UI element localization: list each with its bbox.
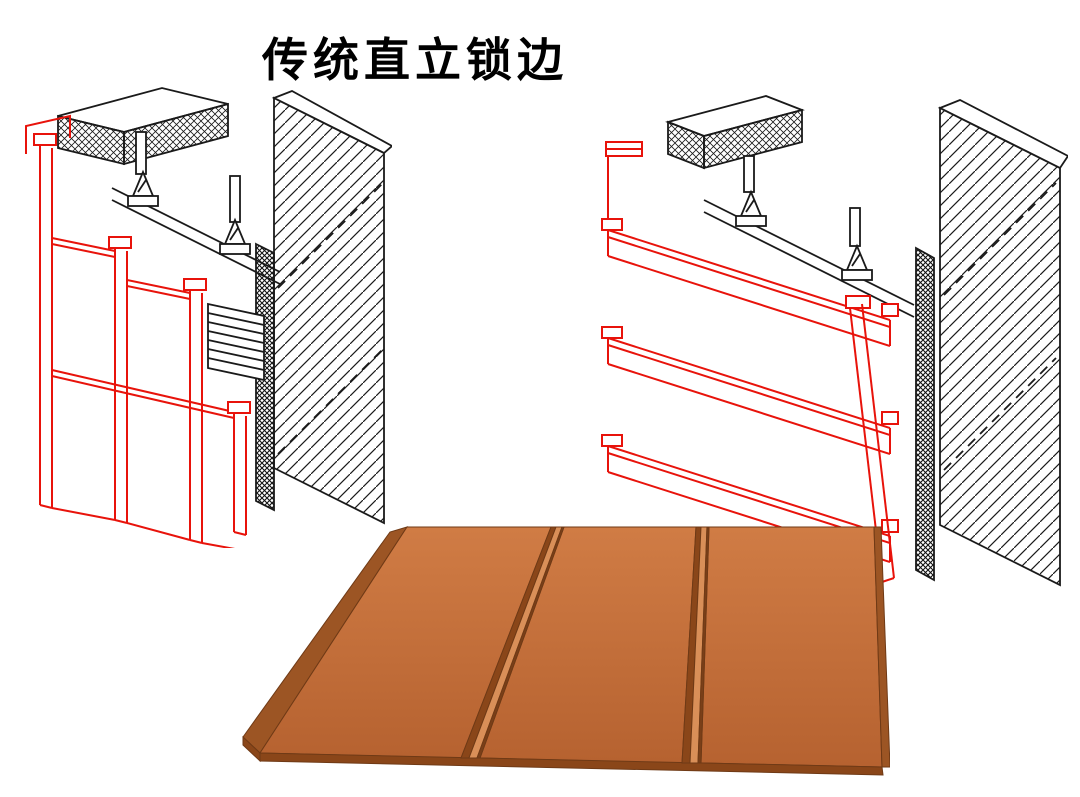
panel-top-edge (126, 285, 191, 300)
panel-body (242, 526, 890, 776)
black-structure (665, 95, 1068, 587)
standing-seam-panel-render (242, 526, 890, 776)
page-title: 传统直立锁边 (262, 33, 568, 87)
wall-section-hatched (273, 96, 385, 525)
insulation-layer (915, 246, 935, 582)
wall-section-hatched (939, 106, 1061, 587)
horizontal-rail (601, 218, 899, 347)
wall-dashed-line (943, 357, 1057, 471)
seam-batten (183, 278, 207, 544)
panel-top-edge (51, 237, 116, 252)
top-flashing (25, 114, 71, 154)
seam-batten (227, 401, 251, 536)
seam-rib (681, 526, 710, 764)
purlin-rail (703, 211, 915, 318)
wall-dashed-line (277, 349, 383, 455)
panel-top-edge (126, 279, 191, 294)
panel-top-edge (51, 243, 116, 258)
seam-batten (33, 133, 57, 509)
panel-seam-edge (51, 375, 235, 419)
left-assembly-diagram (25, 87, 392, 548)
corrugation-detail (207, 302, 265, 382)
panel-pan-right (700, 526, 883, 768)
black-structure (57, 87, 392, 525)
mounting-bracket (127, 131, 159, 207)
panel-seam-edge (51, 369, 235, 413)
horizontal-rail (601, 326, 899, 455)
panel-bottom-edge (201, 542, 236, 548)
panel-bottom-edge (126, 522, 191, 541)
insulation-layer (255, 242, 275, 512)
right-assembly-diagram (601, 95, 1068, 587)
mounting-bracket (841, 207, 873, 281)
wall-dashed-line (943, 182, 1057, 296)
panel-right-fold (873, 526, 890, 768)
slab-side-face (703, 108, 803, 170)
horizontal-rails-red (601, 141, 899, 583)
panel-bottom-edge (51, 507, 116, 521)
vertical-seam-panels-red (25, 114, 251, 548)
rail-clip (605, 141, 643, 230)
slab-side-face (123, 102, 229, 166)
wall-dashed-line (277, 183, 383, 289)
mounting-bracket (735, 155, 767, 227)
purlin-rail (111, 199, 281, 285)
panel-bottom-edge (259, 752, 884, 776)
mounting-bracket (219, 175, 251, 255)
